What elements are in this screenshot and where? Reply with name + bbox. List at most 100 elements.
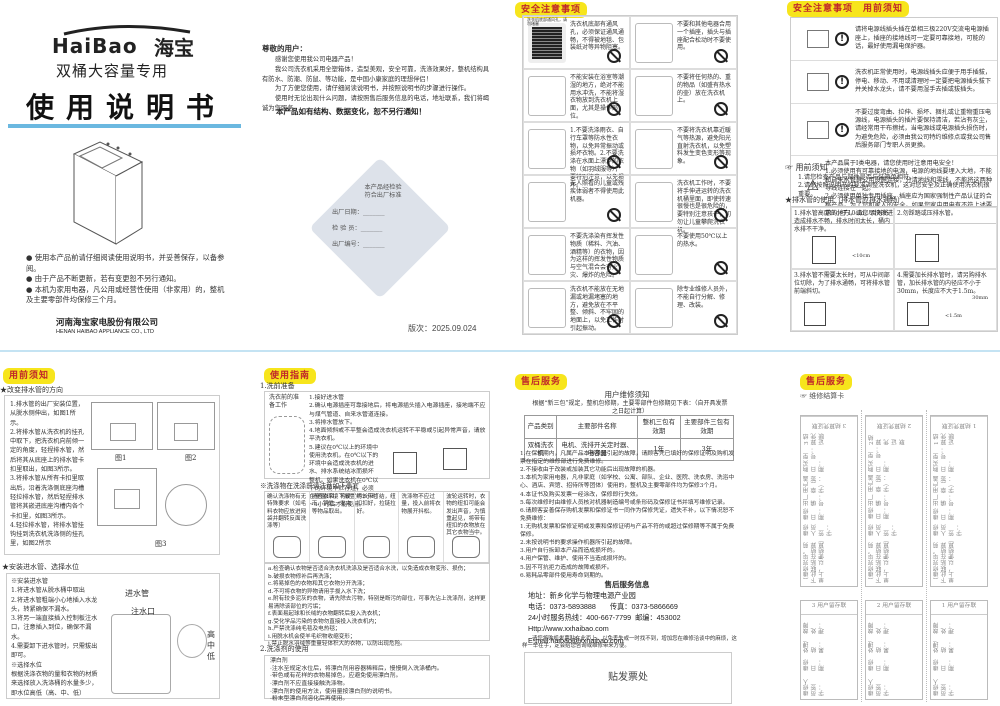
card-head: 3 结算凭证联 bbox=[801, 416, 857, 430]
dir-step: 1.排水管的出厂安装位置，从脱水侧伸出，如图1所示。 bbox=[10, 401, 84, 427]
tip-text: 确认洗涤物有无特殊要求（如毛料衣物应放进网袋并翻转反面洗涤等） bbox=[267, 494, 307, 530]
stub-body: 故障处理：处理结果：维修日期：维修人员签字： bbox=[931, 615, 987, 699]
warning-row: !请将电源线插头插在单相三极220V交流电电源插座上，插座的接地线可一定要可靠接… bbox=[791, 18, 997, 61]
stub-field: 故障处理： bbox=[804, 622, 826, 635]
prep-step: 2.确认电源插座可靠接地后，将电源插头插入电源插座，接地端不应与煤气管道、自来水… bbox=[309, 403, 486, 418]
note-text: 由于产品不断更新，若有变更恕不另行通知。 bbox=[34, 274, 181, 284]
version-label: 版次：2025.09.024 bbox=[408, 324, 477, 333]
card-field: （维修完毕，剪下此联贴在结算单上，以便结算） bbox=[869, 536, 891, 583]
prohibited-icon bbox=[714, 49, 728, 63]
invoice-note: 请您将购机发票贴在此页上，以免丢失或一时找不到，增加您在维修洽谈中的麻烦，这样一… bbox=[522, 636, 737, 650]
warning-text: 不要过度弯曲、拉伸、损坏、捆扎或让重物重压电源线，电源插头的插片要保持清洁，若沾… bbox=[855, 108, 992, 150]
section-tag: 售后服务 bbox=[515, 374, 568, 391]
figure-label: 图2 bbox=[185, 454, 197, 462]
section-tag: 售后服务 bbox=[800, 374, 853, 391]
letter-greeting: 尊敬的用户： bbox=[262, 44, 307, 53]
card-field: 维修日期： bbox=[934, 508, 956, 520]
section-tag: 使用指南 bbox=[264, 368, 317, 385]
level-sub: ※选择水位 bbox=[11, 661, 42, 669]
section-tag: 用前须知 bbox=[3, 368, 56, 385]
section-heading: 1.洗前准备 bbox=[260, 382, 295, 390]
stub-field: 处理结果： bbox=[804, 641, 826, 653]
tip-illustration bbox=[452, 536, 480, 558]
safety-illustration bbox=[635, 182, 673, 222]
card-field: 购买日期： bbox=[869, 460, 891, 472]
website-link[interactable]: Http://www.xxhaibao.com bbox=[528, 624, 609, 634]
care-item: e.附有较多泥灰的衣物，请先除去污物，特别是断污的部位，可事先沾上洗涤剂，这样更… bbox=[268, 596, 486, 610]
safety-illustration bbox=[528, 76, 566, 116]
section-tag: 安全注意事项 用前须知 bbox=[787, 1, 910, 18]
safety-illustration bbox=[635, 23, 673, 63]
stub-field: 维修人员签字： bbox=[869, 678, 891, 696]
exclamation-icon: ! bbox=[835, 75, 849, 89]
safety-item: 洗衣机工作时，不要将手伸进运转的洗衣机桶里面，即使转速很慢也是很危险的，要特别注… bbox=[630, 175, 737, 234]
safety-item: 不要使用50℃以上的热水。 bbox=[630, 228, 737, 281]
card-body: 1 结算凭证联型号：购买日期：用户盖章（签字）：出厂编号：维修日期：维修人员签字… bbox=[931, 430, 987, 586]
warranty-rule: 6.易耗品零部件使用寿命到期的。 bbox=[520, 572, 607, 579]
letter-notice: 本产品如有结构、数据变化，恕不另行通知！ bbox=[276, 107, 426, 116]
safety-item: 不要将洗衣机靠近暖气等热源，避免阳光直射洗衣机，以免塑料发生变色变形等现象。 bbox=[630, 122, 737, 175]
safety-item: 洗衣机不能放在无地漏或地漏堵塞的地方，避免放在不平整、倾斜、不牢固的地面上，以免… bbox=[523, 281, 630, 334]
card-field: 维修日期： bbox=[804, 508, 826, 520]
hotline-line: 24小时服务热线：400-667-7799 邮编：453002 bbox=[528, 612, 748, 623]
tip-text: 洗涤物不应过量，投入前将衣物展开抖松。 bbox=[401, 494, 441, 515]
qc-inspector-field[interactable]: 检 验 员：_______ bbox=[332, 225, 383, 233]
safety-illustration bbox=[635, 76, 673, 116]
prep-step: 5.建议在0℃以上的环境中使用洗衣机，在0℃以下的环境中会造成洗衣机的进水、排水… bbox=[309, 444, 379, 509]
card-field: 出厂编号： bbox=[804, 494, 826, 507]
qc-date-label: 出厂日期： bbox=[332, 208, 363, 216]
phone-fax-line: 电话：0373-5893888 传真：0373-5866669 bbox=[528, 601, 748, 612]
email-link[interactable]: E-mail:haibao@xxhaibao.com bbox=[528, 635, 624, 645]
stub-field: 故障处理： bbox=[934, 622, 956, 635]
qc-serial-field[interactable]: 出厂编号：_______ bbox=[332, 241, 385, 249]
bleach-box: 漂白剂 ·注水至规定水位后，将漂白剂用容器稀释后，慢慢倒入洗涤桶内。·带色或有花… bbox=[264, 655, 490, 702]
letter-paragraph: 使用时无论出现什么问题，请按照售后服务信息的电话，地址联系，我们将竭诚为您服务。 bbox=[262, 95, 490, 112]
drain-step-text: 2.勿踩踏或压排水管。 bbox=[897, 210, 957, 217]
user-stub[interactable]: 1 用户留存联故障处理：处理结果：维修日期：维修人员签字： bbox=[930, 600, 988, 700]
service-intro: 根据“新三包”规定，整机包修期，主要零部件包修期见下表：（自开具发票之日起计算） bbox=[532, 400, 728, 416]
machine-step-illustration bbox=[915, 234, 939, 262]
section-heading: 2.洗涤剂的使用 bbox=[260, 645, 309, 653]
card-head: 2 结算凭证联 bbox=[866, 416, 922, 430]
prohibited-icon bbox=[607, 314, 621, 328]
qc-date-field[interactable]: 出厂日期：_______ bbox=[332, 208, 385, 216]
stub-field: 故障处理： bbox=[869, 622, 891, 635]
warranty-table: 产品类别主要部件名称整机三包有效期主要部件三包有效期 双桶洗衣机电机、洗排开关定… bbox=[523, 415, 735, 462]
card-body: 2结算凭证联型号：购买日期：用户盖章（签字）：出厂编号：维修日期：维修人员签字：… bbox=[866, 430, 922, 586]
safety-grid: 洗衣机底部通风孔，请勿堵塞洗衣机底部有通风孔，必须保证通风通畅，不得被地毯、包装… bbox=[522, 15, 738, 335]
bleach-item: ·粉末型漂白剂溶化后再使用。 bbox=[270, 696, 349, 703]
user-stub[interactable]: 3 用户留存联故障处理：处理结果：维修日期：维修人员签字： bbox=[800, 600, 858, 700]
water-level-labels: 高中低 bbox=[207, 629, 215, 663]
user-stub[interactable]: 2 用户留存联故障处理：处理结果：维修日期：维修人员签字： bbox=[865, 600, 923, 700]
level-high: 高 bbox=[207, 630, 215, 639]
safety-panel: 安全注意事项 洗衣机底部通风孔，请勿堵塞洗衣机底部有通风孔，必须保证通风通畅，不… bbox=[512, 0, 760, 345]
machine-cut-illustration bbox=[804, 302, 826, 326]
drain-title: 排水管的使用（排水管应排水通畅） bbox=[792, 196, 904, 204]
qc-serial-label: 出厂编号： bbox=[332, 241, 363, 249]
drain-step: 2.勿踩踏或压排水管。 bbox=[894, 207, 997, 269]
table-cell: 1年 bbox=[636, 437, 681, 462]
drain-step-text: 3.排水管不需要太长时，可从中间部位切除，为了排水通畅，可将排水管前端斜切。 bbox=[794, 272, 891, 296]
card-field: 维修人员签字： bbox=[934, 524, 964, 537]
safety-item: 除专业维修人员外，不能自行分解、修理、改装。 bbox=[630, 281, 737, 334]
cord-illustration-icon bbox=[807, 120, 829, 139]
prohibited-icon bbox=[607, 155, 621, 169]
qc-line1: 本产品经检验 bbox=[364, 184, 402, 191]
safety-text: 洗衣机底部有通风孔，必须保证通风通畅，不得被地毯、包装纸对等异物阻塞。 bbox=[570, 21, 625, 52]
safety-item: 无人照看的儿童或残疾体弱者不得使用此机器。 bbox=[523, 175, 630, 228]
prohibited-icon bbox=[714, 102, 728, 116]
tip-cell: 洗涤物不应过量，投入前将衣物展开抖松。 bbox=[399, 492, 445, 562]
prep-panel: 用前须知 ★改变排水管的方向 1.排水管的出厂安装位置，从脱水侧伸出，如图1所示… bbox=[0, 360, 250, 706]
port-label: 注水口 bbox=[131, 607, 155, 616]
logo-swoosh-icon bbox=[63, 25, 191, 36]
figure-3 bbox=[97, 468, 157, 526]
safety-item: 不能安装在浴室等潮湿的地方，绝对不能用水冲洗，不能将湿衣物放到洗衣机上面，尤其是… bbox=[523, 69, 630, 122]
cover-panel: HaiBao 海宝 双桶大容量专用 使用说明书 ● 使用本产品前请仔细阅读使用说… bbox=[0, 0, 250, 345]
inlet-heading: ★安装进水管、选择水位 bbox=[2, 563, 79, 572]
card-field: 型号： bbox=[869, 446, 883, 459]
